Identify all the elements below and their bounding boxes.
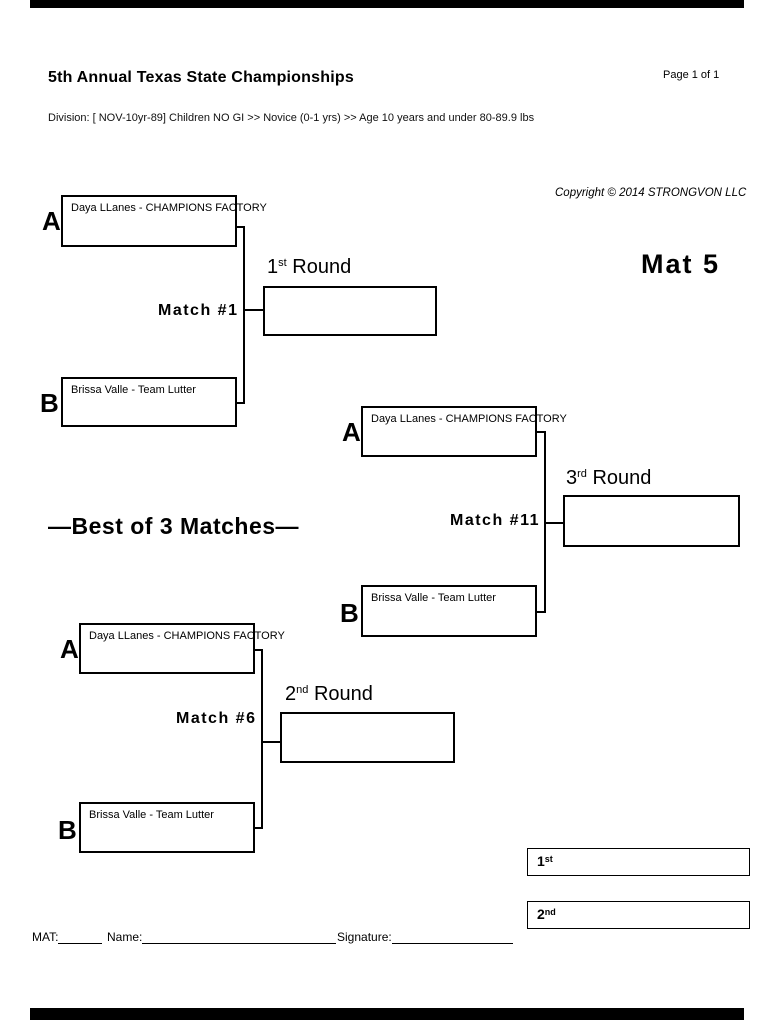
connector-line <box>236 402 245 404</box>
second-place-label: 2nd <box>537 906 556 922</box>
seed-label-a: A <box>42 206 61 236</box>
competitor-box-b: Brissa Valle - Team Lutter <box>79 802 255 853</box>
mat-field-label: MAT: <box>32 930 59 944</box>
match-number-label: Match #6 <box>176 710 257 727</box>
connector-line <box>261 649 263 829</box>
mat-assignment: Mat 5 <box>641 249 721 279</box>
best-of-3-note: —Best of 3 Matches— <box>48 513 300 539</box>
competitor-name: Brissa Valle - Team Lutter <box>371 592 496 604</box>
page-number: Page 1 of 1 <box>663 69 720 81</box>
footer-mat-field: MAT: <box>32 930 103 944</box>
connector-line <box>535 431 545 433</box>
winner-box[interactable] <box>563 495 740 547</box>
competitor-box-b: Brissa Valle - Team Lutter <box>361 585 537 637</box>
winner-box[interactable] <box>280 712 455 763</box>
mat-blank-line[interactable] <box>58 931 103 944</box>
competitor-name: Daya LLanes - CHAMPIONS FACTORY <box>71 202 267 214</box>
page-title: 5th Annual Texas State Championships <box>48 69 354 86</box>
connector-line <box>245 309 263 311</box>
competitor-name: Daya LLanes - CHAMPIONS FACTORY <box>371 413 567 425</box>
connector-line <box>544 431 546 613</box>
competitor-name: Brissa Valle - Team Lutter <box>71 384 196 396</box>
competitor-name: Daya LLanes - CHAMPIONS FACTORY <box>89 630 285 642</box>
competitor-box-b: Brissa Valle - Team Lutter <box>61 377 237 427</box>
seed-label-b: B <box>40 388 59 418</box>
scan-artifact-top-bar <box>30 0 744 8</box>
seed-label-a: A <box>60 634 79 664</box>
competitor-box-a: Daya LLanes - CHAMPIONS FACTORY <box>61 195 267 247</box>
competitor-box-a: Daya LLanes - CHAMPIONS FACTORY <box>361 406 567 457</box>
connector-line <box>253 649 263 651</box>
match-number-label: Match #11 <box>450 512 540 529</box>
copyright-notice: Copyright © 2014 STRONGVON LLC <box>555 187 747 199</box>
first-place-label: 1st <box>537 853 553 869</box>
first-place-box[interactable]: 1st <box>527 848 750 876</box>
round-label: 2nd Round <box>285 683 373 705</box>
connector-line <box>535 611 545 613</box>
connector-line <box>243 226 245 404</box>
connector-line <box>546 522 563 524</box>
competitor-name: Brissa Valle - Team Lutter <box>89 809 214 821</box>
signature-field-label: Signature: <box>337 930 392 944</box>
footer-signature-field: Signature: <box>337 930 513 944</box>
signature-blank-line[interactable] <box>391 931 513 944</box>
name-blank-line[interactable] <box>142 931 337 944</box>
division-info: Division: [ NOV-10yr-89] Children NO GI … <box>48 112 535 124</box>
connector-line <box>253 827 263 829</box>
seed-label-a: A <box>342 417 361 447</box>
connector-line <box>236 226 245 228</box>
second-place-box[interactable]: 2nd <box>527 901 750 929</box>
winner-box[interactable] <box>263 286 437 336</box>
name-field-label: Name: <box>107 930 143 944</box>
competitor-box-a: Daya LLanes - CHAMPIONS FACTORY <box>79 623 285 674</box>
match-number-label: Match #1 <box>158 302 239 319</box>
seed-label-b: B <box>340 598 359 628</box>
round-label: 1st Round <box>267 256 352 278</box>
footer-name-field: Name: <box>107 930 337 944</box>
connector-line <box>263 741 280 743</box>
seed-label-b: B <box>58 815 77 845</box>
scan-artifact-bottom-bar <box>30 1008 744 1020</box>
round-label: 3rd Round <box>566 467 652 489</box>
